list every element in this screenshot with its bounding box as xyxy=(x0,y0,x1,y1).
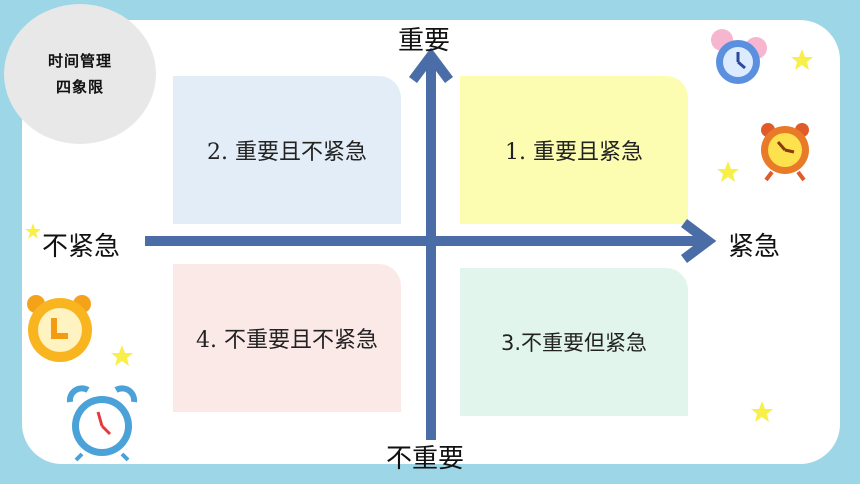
alarm-clock-icon xyxy=(761,123,809,182)
quadrant-2-label: 2. 重要且不紧急 xyxy=(207,140,367,165)
title-badge: 时间管理 四象限 xyxy=(4,4,156,144)
badge-line-2: 四象限 xyxy=(55,78,104,96)
quadrant-2: 2. 重要且不紧急 xyxy=(173,76,401,224)
blue-alarm-clock-icon xyxy=(66,385,138,462)
blue-clock-icon xyxy=(711,29,767,84)
quadrant-4-label: 4. 不重要且不紧急 xyxy=(196,328,378,353)
axis-label-important: 重要 xyxy=(398,26,451,56)
quadrant-3: 3.不重要但紧急 xyxy=(460,268,688,416)
vertical-arrowhead xyxy=(409,47,453,83)
star-icon xyxy=(25,223,41,239)
quadrant-1: 1. 重要且紧急 xyxy=(460,76,688,224)
quadrant-4: 4. 不重要且不紧急 xyxy=(173,264,401,412)
quadrant-1-label: 1. 重要且紧急 xyxy=(505,140,643,165)
star-icon xyxy=(751,401,773,422)
axis-label-not-urgent: 不紧急 xyxy=(42,232,121,262)
star-icon xyxy=(111,345,133,366)
axis-label-not-important: 不重要 xyxy=(386,444,465,474)
star-icon xyxy=(791,49,813,70)
axis-label-urgent: 紧急 xyxy=(728,232,781,262)
horizontal-arrowhead xyxy=(681,219,717,263)
yellow-alarm-clock-icon xyxy=(27,295,92,362)
quadrant-3-label: 3.不重要但紧急 xyxy=(500,331,648,355)
badge-line-1: 时间管理 xyxy=(47,52,112,70)
star-icon xyxy=(717,161,739,182)
